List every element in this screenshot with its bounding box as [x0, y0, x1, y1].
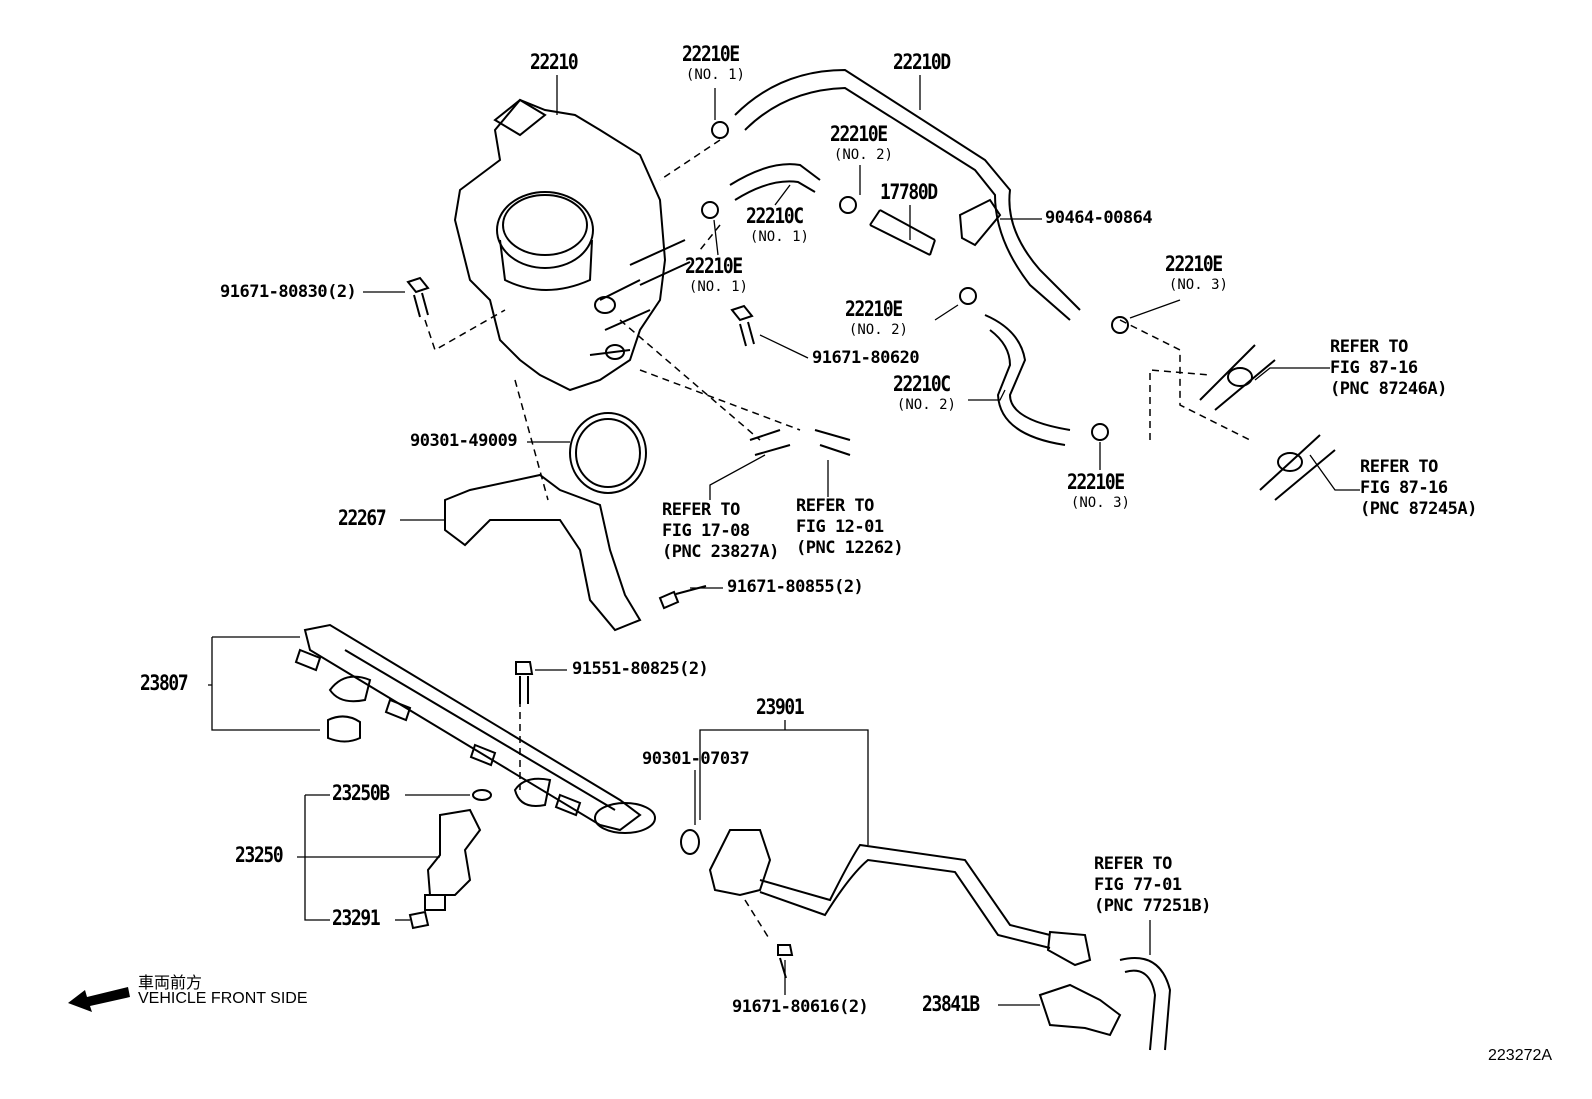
ref-line: REFER TO — [1094, 854, 1172, 874]
ref-line: FIG 77-01 — [1094, 875, 1182, 895]
label-90301-07037[interactable]: 90301-07037 — [642, 749, 750, 769]
ref-line: (PNC 87245A) — [1360, 499, 1477, 519]
diagram-id: 223272A — [1488, 1047, 1553, 1064]
ref-line: REFER TO — [1360, 457, 1438, 477]
part-number: 22210E — [845, 297, 903, 321]
label-91671-80855[interactable]: 91671-80855(2) — [727, 577, 864, 597]
fuel-line-drawing — [680, 829, 1092, 967]
part-note: (NO. 1) — [685, 67, 745, 83]
ref-line: (PNC 12262) — [796, 538, 904, 558]
part-number: 22210C — [746, 204, 804, 228]
clamp-23841b-drawing — [1038, 983, 1122, 1037]
label-22210[interactable]: 22210 — [530, 50, 579, 74]
label-23250b[interactable]: 23250B — [332, 781, 390, 805]
label-22210e-no2-top[interactable]: 22210E(NO. 2) — [830, 124, 897, 166]
part-number: 22210E — [830, 122, 888, 146]
clamp-drawings — [701, 121, 1129, 441]
label-91551-80825[interactable]: 91551-80825(2) — [572, 659, 709, 679]
label-17780d[interactable]: 17780D — [880, 180, 938, 204]
part-number: 22210E — [685, 254, 743, 278]
gasket-drawing — [569, 412, 647, 494]
bracket-drawing — [444, 473, 642, 632]
ref-line: REFER TO — [1330, 337, 1408, 357]
ref-line: FIG 87-16 — [1330, 358, 1418, 378]
label-23291[interactable]: 23291 — [332, 906, 381, 930]
bolt-drawings — [406, 276, 794, 979]
label-22210e-no1-top[interactable]: 22210E(NO. 1) — [682, 44, 749, 86]
label-23807[interactable]: 23807 — [140, 671, 189, 695]
ref-line: (PNC 87246A) — [1330, 379, 1447, 399]
label-91671-80830[interactable]: 91671-80830(2) — [220, 282, 357, 302]
label-23841b[interactable]: 23841B — [922, 992, 980, 1016]
part-note: (NO. 1) — [688, 279, 748, 295]
leader-lines — [208, 75, 1360, 1006]
ref-line: FIG 17-08 — [662, 521, 750, 541]
label-23901[interactable]: 23901 — [756, 695, 805, 719]
hose-drawings — [729, 68, 1081, 456]
part-note: (NO. 2) — [848, 322, 908, 338]
part-note: (NO. 1) — [749, 229, 809, 245]
fuel-rail-drawing — [294, 623, 656, 834]
label-22210e-no3-right[interactable]: 22210E(NO. 3) — [1165, 254, 1232, 296]
assembly-dash-lines — [424, 139, 1251, 941]
ref-line: (PNC 23827A) — [662, 542, 779, 562]
label-22210c-no2[interactable]: 22210C(NO. 2) — [893, 374, 960, 416]
external-pipe-drawings — [1199, 344, 1336, 501]
part-number: 22210E — [1067, 470, 1125, 494]
label-22267[interactable]: 22267 — [338, 506, 387, 530]
label-22210e-no3-low[interactable]: 22210E(NO. 3) — [1067, 472, 1134, 514]
label-22210e-no2-mid[interactable]: 22210E(NO. 2) — [845, 299, 912, 341]
label-91671-80616[interactable]: 91671-80616(2) — [732, 997, 869, 1017]
label-90301-49009[interactable]: 90301-49009 — [410, 431, 518, 451]
part-note: (NO. 2) — [896, 397, 956, 413]
vehicle-front-jp: 車両前方 — [138, 975, 203, 992]
injector-drawing — [408, 789, 492, 930]
ref-line: REFER TO — [796, 496, 874, 516]
part-number: 22210E — [682, 42, 740, 66]
part-note: (NO. 3) — [1070, 495, 1130, 511]
vehicle-front-en: VEHICLE FRONT SIDE — [138, 990, 308, 1007]
vehicle-front-arrow-icon — [68, 987, 130, 1012]
label-23250[interactable]: 23250 — [235, 843, 284, 867]
ref-line: FIG 87-16 — [1360, 478, 1448, 498]
throttle-body-drawing — [453, 98, 691, 392]
ref-line: REFER TO — [662, 500, 740, 520]
part-number: 22210E — [1165, 252, 1223, 276]
label-90464-00864[interactable]: 90464-00864 — [1045, 208, 1153, 228]
label-22210d[interactable]: 22210D — [893, 50, 951, 74]
pipe-77251b-drawing — [1119, 957, 1172, 1051]
ref-line: FIG 12-01 — [796, 517, 884, 537]
label-22210c-no1[interactable]: 22210C(NO. 1) — [746, 206, 813, 248]
label-22210e-no1-mid[interactable]: 22210E(NO. 1) — [685, 256, 752, 298]
part-note: (NO. 3) — [1168, 277, 1228, 293]
ref-line: (PNC 77251B) — [1094, 896, 1211, 916]
part-number: 22210C — [893, 372, 951, 396]
part-note: (NO. 2) — [833, 147, 893, 163]
label-91671-80620[interactable]: 91671-80620 — [812, 348, 920, 368]
